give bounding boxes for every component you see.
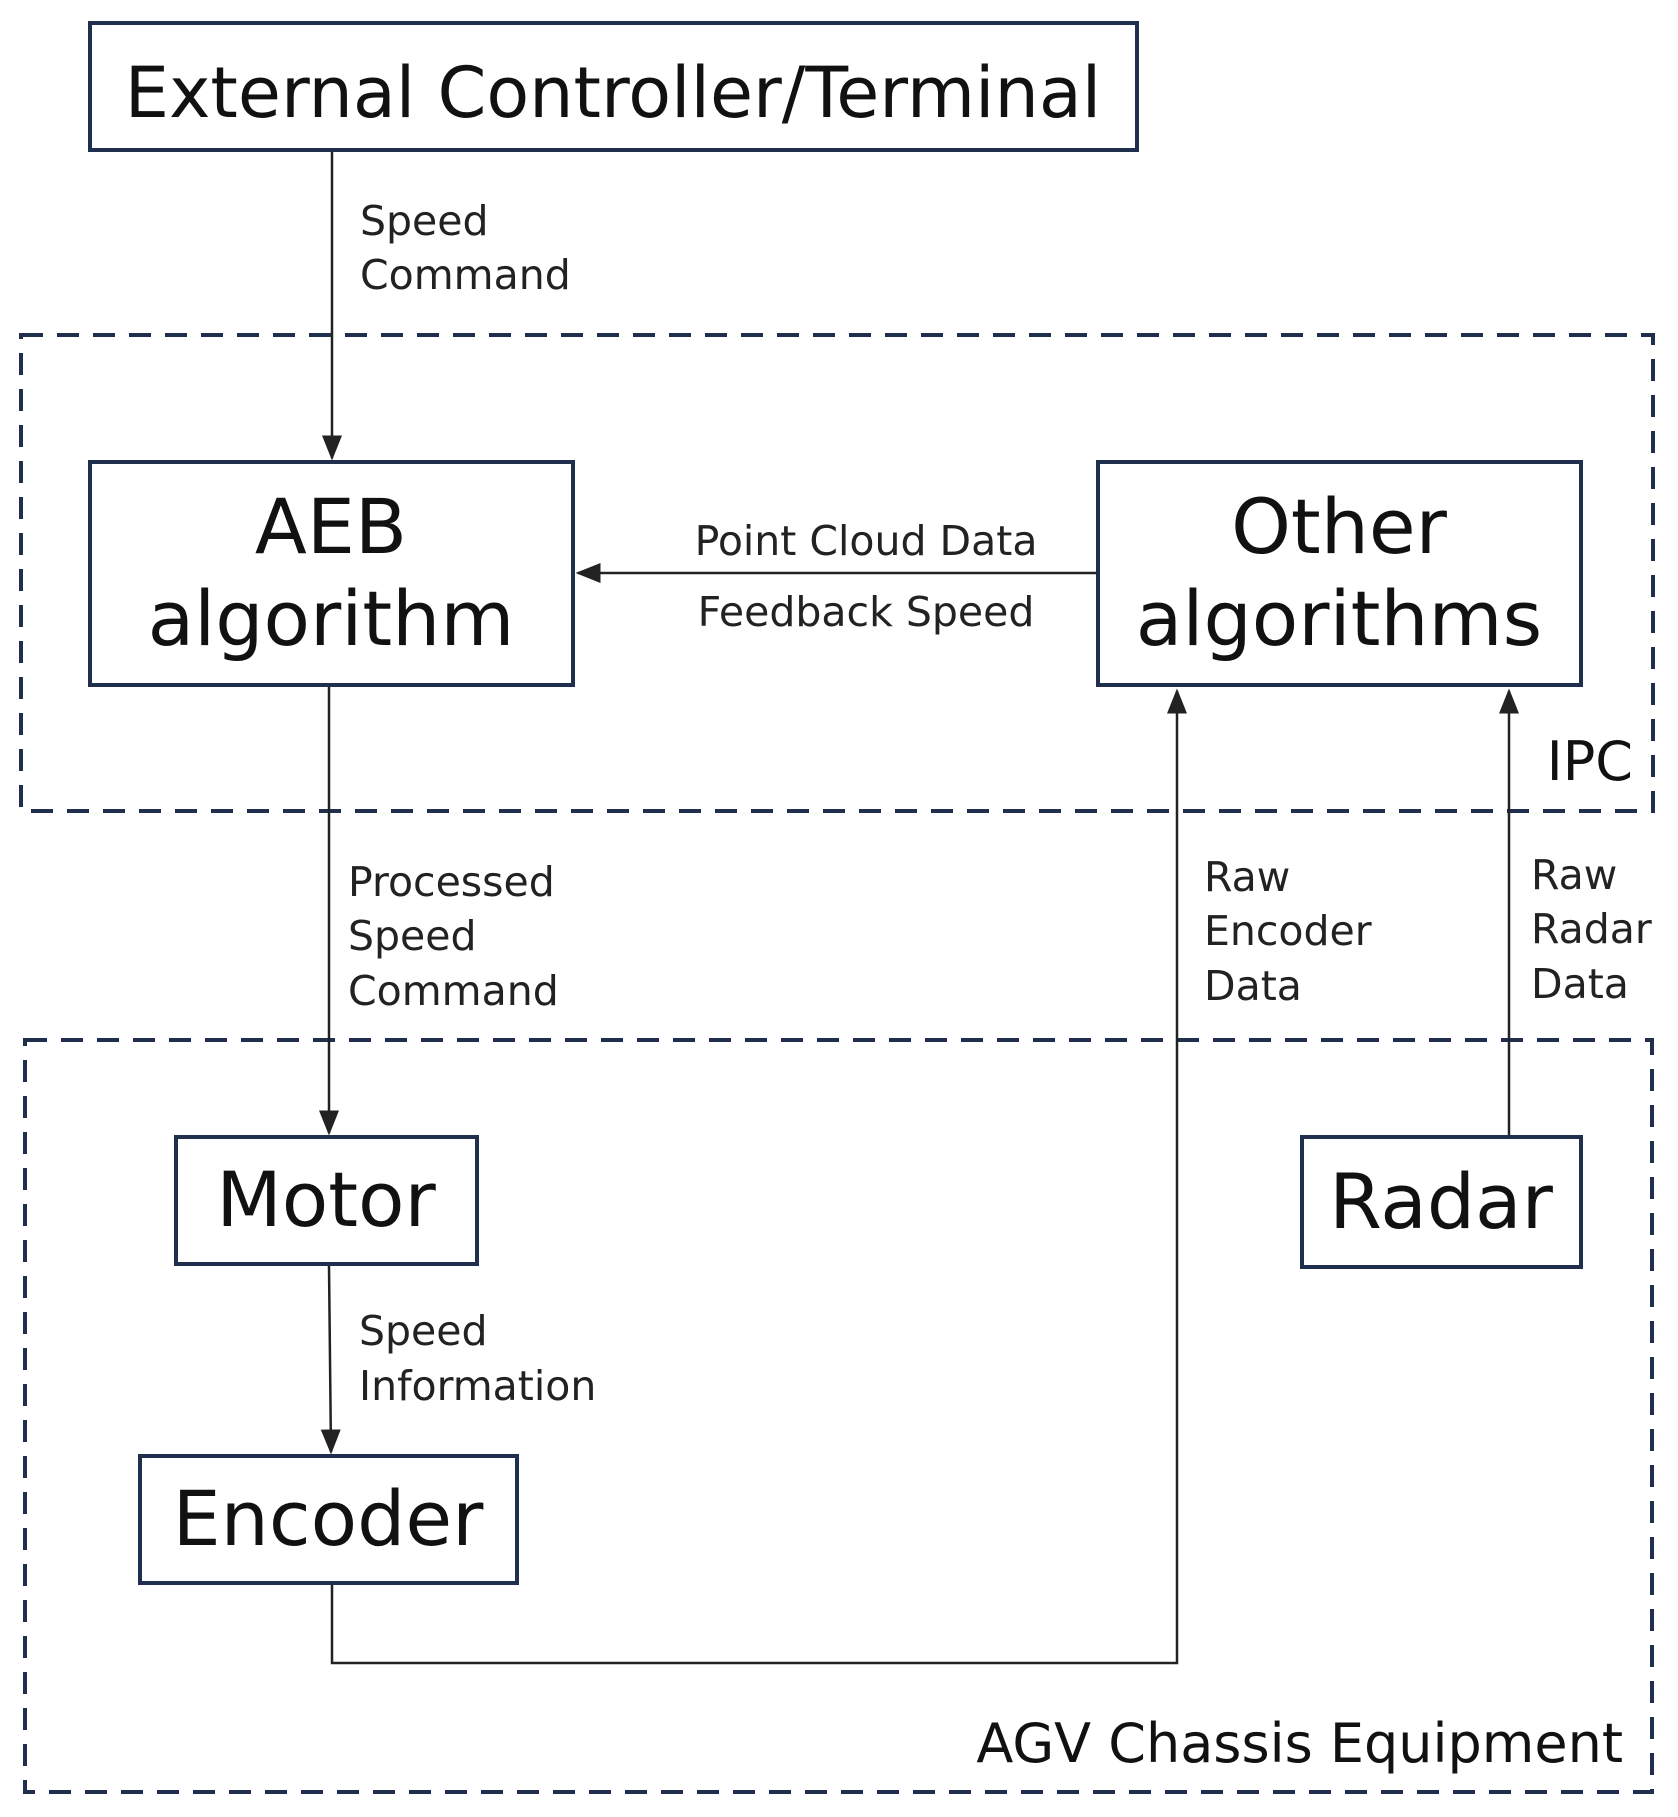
encoder-box bbox=[138, 1454, 519, 1585]
aeb-algorithm-label-line2: algorithm bbox=[148, 574, 515, 663]
raw-encoder-data-label-line3: Data bbox=[1204, 962, 1302, 1010]
speed-information-label-line1: Speed bbox=[359, 1307, 488, 1355]
processed-speed-command-label-line3: Command bbox=[348, 967, 559, 1015]
raw-radar-data-label-line1: Raw bbox=[1531, 851, 1617, 899]
arrow-raw-encoder-data bbox=[330, 688, 1187, 1665]
motor-label: Motor bbox=[216, 1155, 436, 1244]
raw-radar-data-label-line3: Data bbox=[1531, 960, 1629, 1008]
point-cloud-data-label: Point Cloud Data bbox=[695, 517, 1038, 565]
raw-encoder-data-label-line2: Encoder bbox=[1204, 907, 1372, 955]
feedback-speed-label: Feedback Speed bbox=[698, 588, 1035, 636]
radar-box bbox=[1300, 1135, 1583, 1269]
raw-radar-data-label-line2: Radar bbox=[1531, 905, 1652, 953]
encoder-label: Encoder bbox=[173, 1474, 484, 1563]
processed-speed-command-label-line2: Speed bbox=[348, 912, 477, 960]
aeb-algorithm-box bbox=[88, 460, 575, 687]
motor-box bbox=[174, 1135, 479, 1266]
radar-label: Radar bbox=[1329, 1157, 1554, 1246]
speed-command-label-line1: Speed bbox=[360, 197, 489, 245]
external-controller-label: External Controller/Terminal bbox=[125, 52, 1101, 134]
external-controller-box bbox=[88, 21, 1139, 152]
other-algorithms-label-line1: Other bbox=[1231, 482, 1448, 571]
ipc-region bbox=[19, 333, 1655, 813]
other-algorithms-label-line2: algorithms bbox=[1136, 574, 1542, 663]
processed-speed-command-label-line1: Processed bbox=[348, 858, 555, 906]
arrow-speed-information bbox=[320, 1265, 341, 1455]
ipc-region-label: IPC bbox=[1547, 730, 1633, 793]
other-algorithms-box bbox=[1096, 460, 1583, 687]
agv-chassis-region-label: AGV Chassis Equipment bbox=[976, 1712, 1623, 1775]
agv-chassis-region bbox=[23, 1038, 1654, 1794]
speed-information-label-line2: Information bbox=[359, 1362, 596, 1410]
raw-encoder-data-label-line1: Raw bbox=[1204, 853, 1290, 901]
speed-command-label-line2: Command bbox=[360, 251, 571, 299]
aeb-algorithm-label-line1: AEB bbox=[255, 482, 407, 571]
